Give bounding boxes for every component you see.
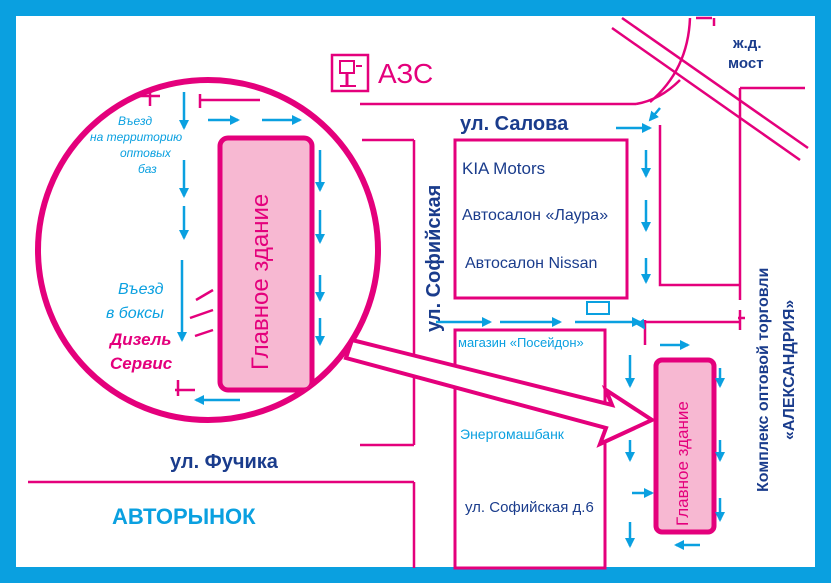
- sofiyskaya6-label: ул. Софийская д.6: [465, 499, 594, 516]
- complex-label-1: Комплекс оптовой торговли: [755, 267, 772, 492]
- pointer-arrow: [343, 337, 657, 448]
- kia-label: KIA Motors: [462, 159, 546, 178]
- street-salova: ул. Салова: [460, 113, 569, 135]
- azs-logo: [330, 53, 370, 93]
- main-building-label-small: Главное здание: [673, 401, 692, 526]
- entry-bases-label-3: оптовых: [120, 146, 171, 160]
- diesel-label-2: Сервис: [110, 354, 173, 373]
- energomash-label: Энергомашбанк: [460, 426, 564, 442]
- rail-bridge-label-1: ж.д.: [733, 35, 762, 52]
- entry-boxes-label-2: в боксы: [106, 305, 164, 322]
- roads: [28, 79, 805, 568]
- entry-bases-label-4: баз: [138, 162, 157, 176]
- poseidon-label: магазин «Посейдон»: [458, 335, 584, 350]
- zoom-circle-content: [140, 92, 325, 405]
- diesel-label-1: Дизель: [110, 330, 172, 349]
- main-building-small: [653, 357, 717, 535]
- entry-boxes-label-1: Въезд: [118, 281, 164, 298]
- rail-bridge-label-2: мост: [728, 55, 764, 72]
- street-sofiyskaya: ул. Софийская: [423, 184, 445, 332]
- block-poseidon: [453, 328, 607, 570]
- nissan-label: Автосалон Nissan: [465, 255, 598, 272]
- main-building-label-large: Главное здание: [247, 193, 274, 370]
- rail-bridge: [611, 16, 809, 162]
- small-box: [586, 301, 610, 315]
- traffic-arrows: [436, 107, 725, 550]
- complex-label-2: «АЛЕКСАНДРИЯ»: [781, 299, 798, 440]
- laura-label: Автосалон «Лаура»: [462, 207, 609, 224]
- zoom-circle: [35, 77, 381, 423]
- avtorynok-label: АВТОРЫНОК: [112, 504, 256, 529]
- entry-bases-label-2: на территорию: [90, 130, 183, 144]
- entry-bases-label-1: Въезд: [118, 114, 153, 128]
- street-fuchika: ул. Фучика: [170, 451, 278, 473]
- block-kia: [453, 138, 629, 300]
- azs-label: АЗС: [378, 58, 434, 89]
